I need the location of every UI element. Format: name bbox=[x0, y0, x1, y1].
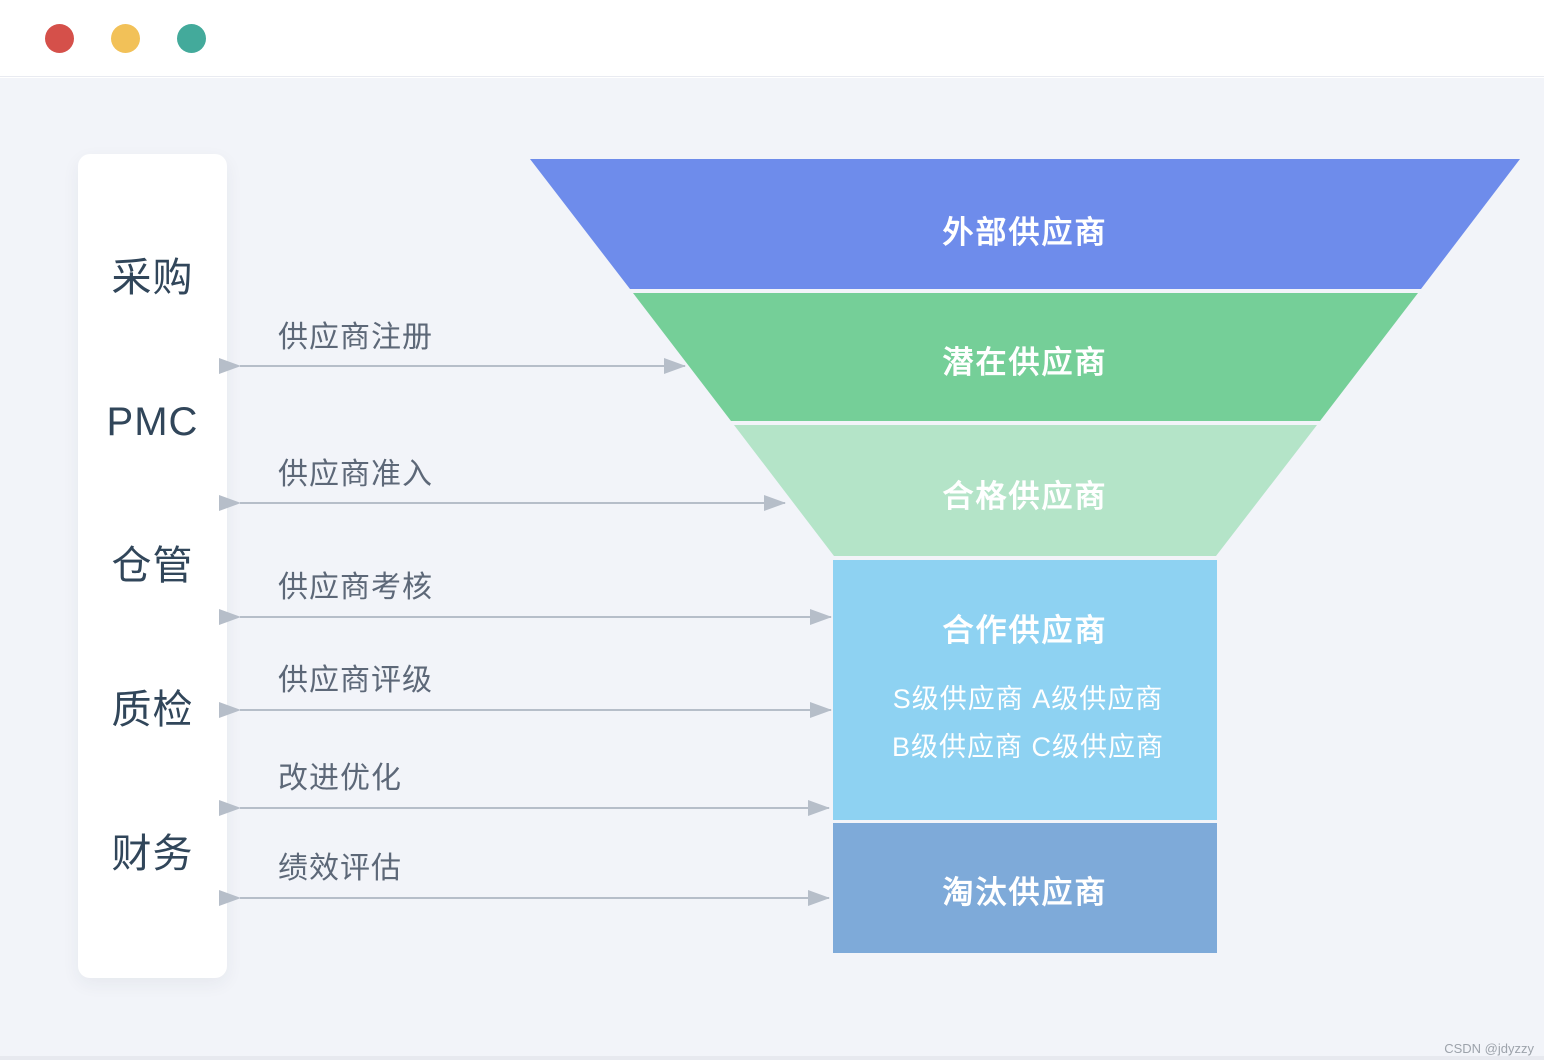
department-pmc: PMC bbox=[106, 400, 199, 444]
diagram-canvas bbox=[0, 78, 1544, 1060]
department-qc: 质检 bbox=[111, 688, 194, 732]
department-list: 采购 PMC 仓管 质检 财务 bbox=[78, 154, 227, 978]
window-titlebar bbox=[0, 0, 1544, 77]
department-warehouse: 仓管 bbox=[111, 544, 194, 588]
department-procurement: 采购 bbox=[111, 256, 194, 300]
window-bottom-edge bbox=[0, 1056, 1544, 1060]
zoom-window-icon[interactable] bbox=[177, 23, 206, 53]
watermark: CSDN @jdyzzy bbox=[1444, 1041, 1534, 1056]
close-window-icon[interactable] bbox=[45, 23, 74, 53]
minimize-window-icon[interactable] bbox=[111, 23, 140, 53]
department-finance: 财务 bbox=[111, 832, 194, 876]
